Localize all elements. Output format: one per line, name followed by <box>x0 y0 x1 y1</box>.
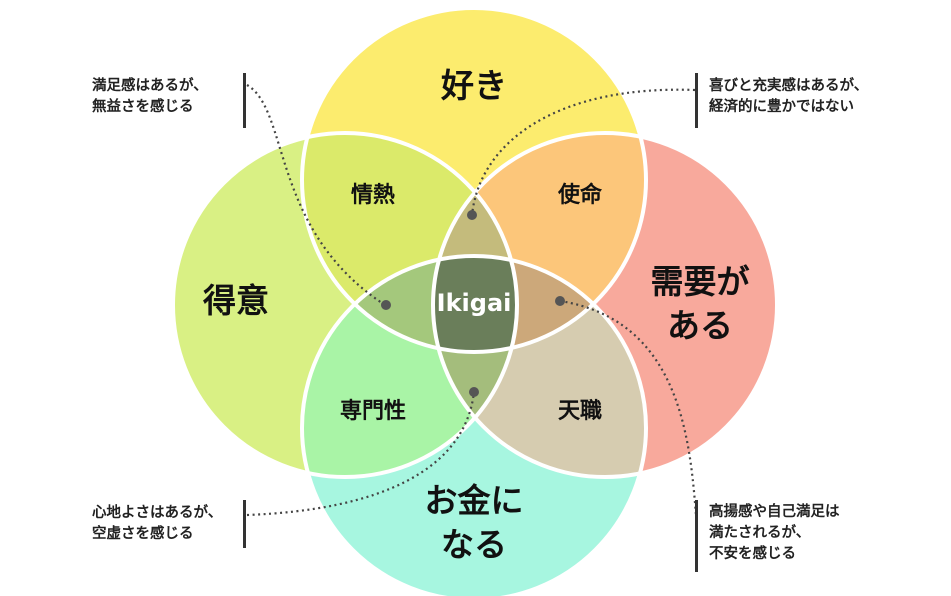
note-bottom-right: 高揚感や自己満足は 満たされるが、 不安を感じる <box>709 502 840 565</box>
label-money-line2: なる <box>441 525 507 564</box>
note-bar-top-left <box>243 73 246 128</box>
connector-top-right <box>470 88 696 216</box>
connectors <box>246 84 698 517</box>
note-bottom-left: 心地よさはあるが、 空虚さを感じる <box>92 503 222 545</box>
note-top-right-line2: 経済的に豊かではない <box>709 99 854 115</box>
note-bottom-right-line1: 高揚感や自己満足は <box>709 504 840 520</box>
label-like: 好き <box>440 66 507 105</box>
label-need-line2: ある <box>667 306 733 345</box>
note-bar-bottom-left <box>243 500 246 548</box>
connector-dots <box>381 210 565 397</box>
label-ikigai: Ikigai <box>437 289 512 317</box>
label-profession: 専門性 <box>340 399 406 424</box>
label-vocation: 天職 <box>558 398 602 424</box>
label-money-line1: お金に <box>425 481 524 520</box>
note-top-right-line1: 喜びと充実感はあるが、 <box>709 78 869 94</box>
note-bottom-left-line2: 空虚さを感じる <box>92 526 194 542</box>
label-need-line1: 需要が <box>651 262 750 301</box>
note-bottom-right-line2: 満たされるが、 <box>709 525 811 541</box>
note-bar-top-right <box>695 73 698 128</box>
label-good-at: 得意 <box>202 281 269 320</box>
label-mission: 使命 <box>557 182 603 208</box>
label-passion: 情熱 <box>351 182 395 208</box>
note-bottom-left-line1: 心地よさはあるが、 <box>92 505 223 521</box>
note-top-left-line2: 無益さを感じる <box>92 99 194 115</box>
circle-outlines <box>171 6 779 596</box>
note-bottom-right-line3: 不安を感じる <box>709 546 796 562</box>
note-top-left-line1: 満足感はあるが、 <box>92 78 208 94</box>
note-top-left: 満足感はあるが、 無益さを感じる <box>92 76 208 118</box>
note-bar-bottom-right <box>695 500 698 572</box>
note-top-right: 喜びと充実感はあるが、 経済的に豊かではない <box>709 76 868 118</box>
